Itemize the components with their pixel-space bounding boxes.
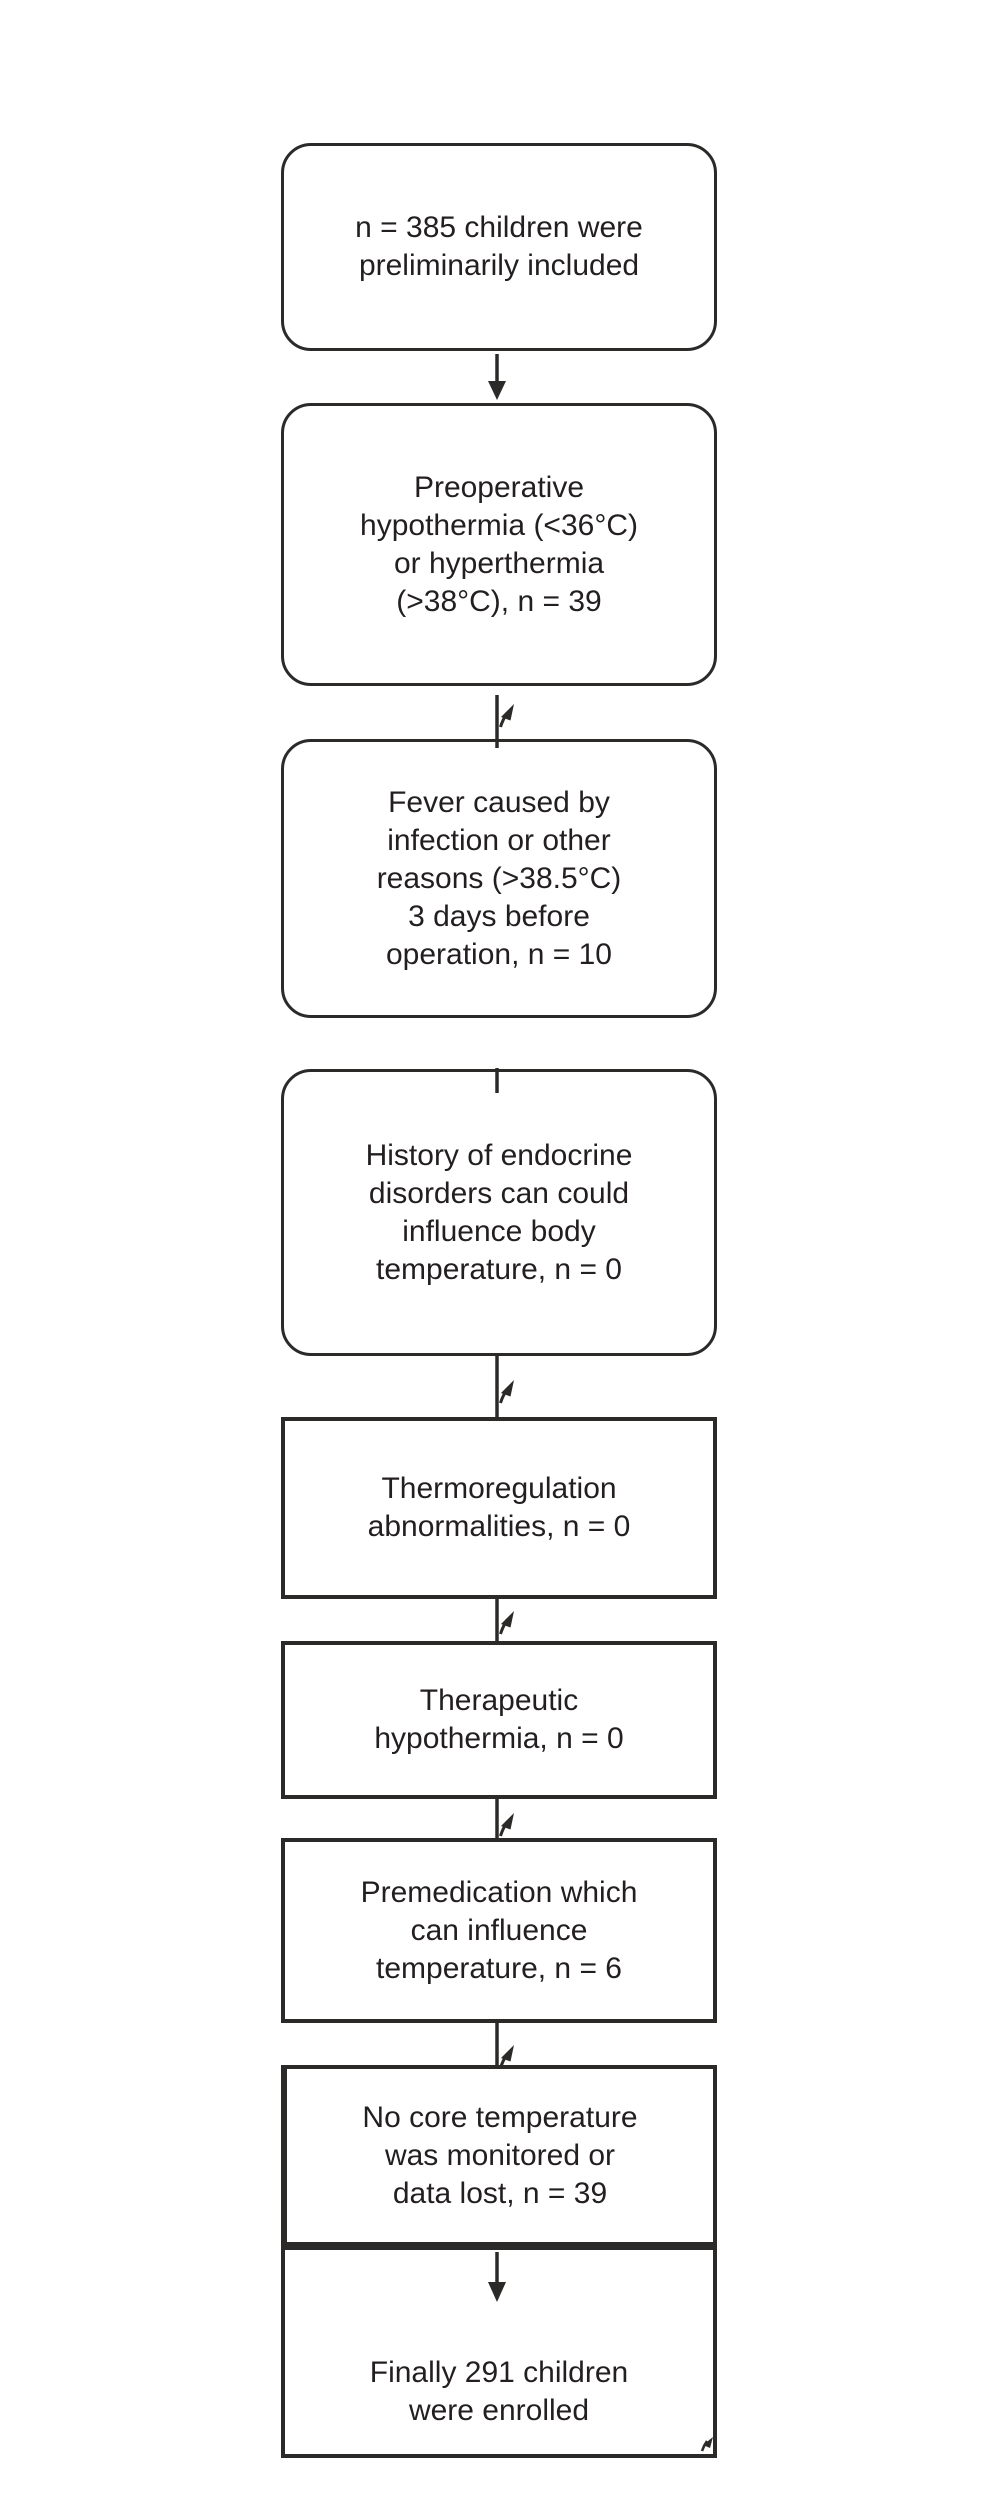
glitch-arrow-down-icon (495, 1599, 516, 1642)
flow-box-text: Finally 291 children were enrolled (369, 2356, 629, 2427)
glitch-arrow-down-icon (495, 2023, 516, 2070)
flow-box-no-core-temperature: No core temperature was monitored or dat… (281, 2065, 717, 2246)
glitch-arrow-down-icon (495, 1356, 516, 1419)
arrow-down-icon (488, 354, 506, 400)
flow-box-text: Preoperative hypothermia (<36°C) or hype… (360, 470, 638, 618)
flow-box-text: Premedication which can influence temper… (360, 1875, 638, 1985)
flow-box-finally-enrolled: Finally 291 children were enrolled (281, 2246, 717, 2458)
flow-box-therapeutic-hypothermia: Therapeutic hypothermia, n = 0 (281, 1641, 717, 1799)
flow-box-preoperative-hypo-hyperthermia: Preoperative hypothermia (<36°C) or hype… (281, 403, 717, 686)
flow-box-text: Therapeutic hypothermia, n = 0 (374, 1684, 624, 1755)
flow-box-text: History of endocrine disorders can could… (365, 1138, 633, 1286)
flow-box-thermoregulation-abnormalities: Thermoregulation abnormalities, n = 0 (281, 1417, 717, 1599)
flow-box-preliminary-included: n = 385 children were preliminarily incl… (281, 143, 717, 351)
flow-box-text: n = 385 children were preliminarily incl… (355, 211, 643, 282)
flow-box-text: Thermoregulation abnormalities, n = 0 (367, 1472, 631, 1543)
flow-box-text: No core temperature was monitored or dat… (362, 2100, 638, 2210)
flow-box-text: Fever caused by infection or other reaso… (376, 785, 622, 971)
flow-box-premedication: Premedication which can influence temper… (281, 1838, 717, 2023)
flow-box-fever-infection: Fever caused by infection or other reaso… (281, 739, 717, 1018)
glitch-arrow-down-icon (495, 1799, 516, 1840)
flow-box-endocrine-disorders: History of endocrine disorders can could… (281, 1069, 717, 1356)
